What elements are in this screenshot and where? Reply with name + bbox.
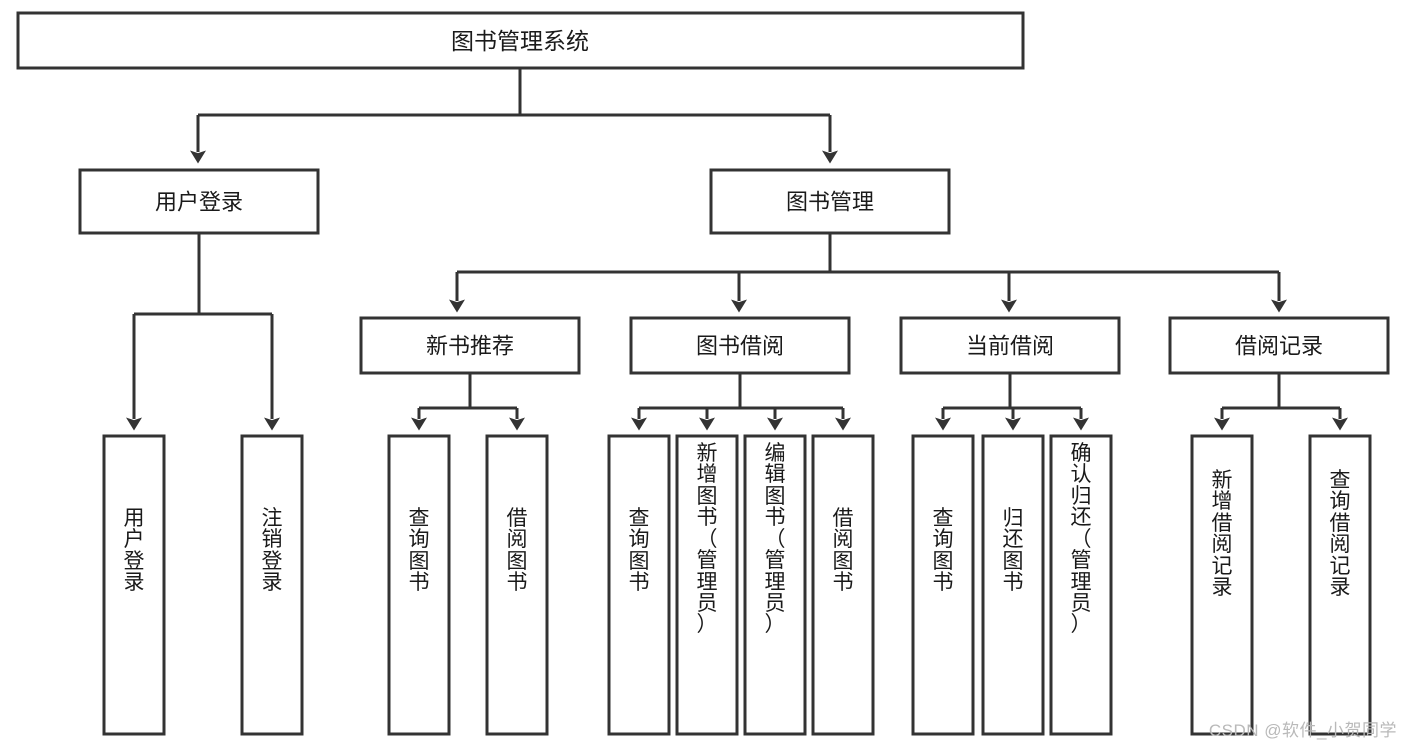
connector-new-book-recommend-to-leaves — [411, 373, 525, 431]
node-user-login-do[interactable] — [102, 434, 166, 736]
node-current-borrow[interactable]: 当前借阅 — [899, 316, 1121, 375]
node-user-login[interactable]: 用户登录 — [78, 168, 320, 235]
node-current-borrow-label: 当前借阅 — [966, 334, 1054, 359]
node-borrow-record[interactable]: 借阅记录 — [1168, 316, 1390, 375]
node-user-login-label: 用户登录 — [155, 190, 243, 215]
connector-current-borrow-to-leaves — [935, 373, 1089, 431]
node-book-borrow[interactable]: 图书借阅 — [629, 316, 851, 375]
connector-root-to-level2 — [190, 68, 838, 164]
csdn-watermark: CSDN @软件_小贺同学 — [1208, 721, 1397, 740]
node-edit-book-admin[interactable] — [743, 434, 807, 736]
node-borrow-book-1[interactable] — [485, 434, 549, 736]
node-root-label: 图书管理系统 — [451, 28, 589, 54]
node-new-book-recommend[interactable]: 新书推荐 — [359, 316, 581, 375]
node-root[interactable]: 图书管理系统 — [16, 11, 1025, 70]
node-query-book-1[interactable] — [387, 434, 451, 736]
connector-book-manage-to-level3 — [449, 233, 1287, 313]
node-query-borrow-record[interactable] — [1308, 434, 1372, 736]
node-book-manage-label: 图书管理 — [786, 190, 874, 215]
node-book-borrow-label: 图书借阅 — [696, 334, 784, 359]
node-user-logout[interactable] — [240, 434, 304, 736]
node-new-book-recommend-label: 新书推荐 — [426, 334, 514, 359]
connector-user-login-to-leaves — [126, 233, 280, 431]
node-query-book-3[interactable] — [911, 434, 975, 736]
connector-book-borrow-to-leaves — [631, 373, 851, 431]
node-borrow-record-label: 借阅记录 — [1235, 334, 1323, 359]
node-return-book[interactable] — [981, 434, 1045, 736]
node-query-book-2[interactable] — [607, 434, 671, 736]
node-add-borrow-record[interactable] — [1190, 434, 1254, 736]
node-add-book-admin[interactable] — [675, 434, 739, 736]
node-borrow-book-2[interactable] — [811, 434, 875, 736]
node-book-manage[interactable]: 图书管理 — [709, 168, 951, 235]
connector-borrow-record-to-leaves — [1214, 373, 1348, 431]
node-confirm-return-admin[interactable] — [1049, 434, 1113, 736]
